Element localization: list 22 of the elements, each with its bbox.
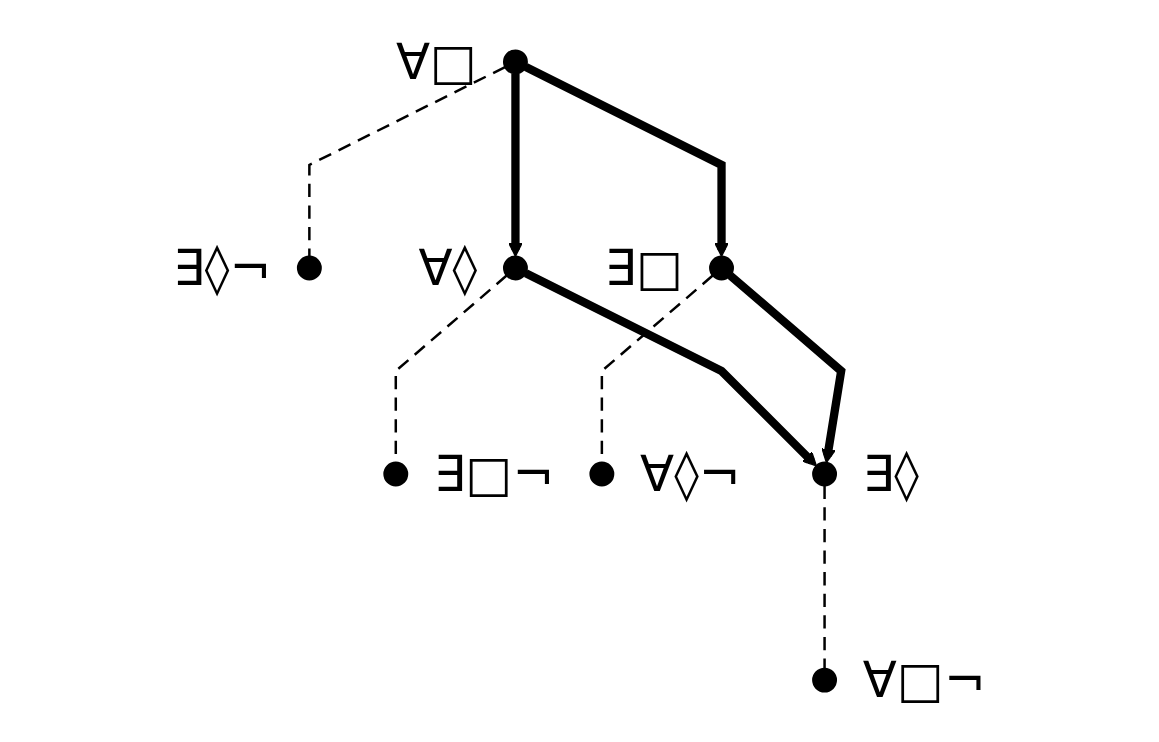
formula-label: ∀◊¬	[640, 445, 741, 504]
connector	[823, 485, 826, 669]
node-circle	[503, 255, 528, 281]
arrow	[524, 269, 817, 467]
connector	[308, 65, 506, 257]
node-circle	[383, 461, 409, 487]
formula-label: ∃◊¬	[173, 238, 272, 297]
node-circle	[503, 49, 528, 75]
arrow	[524, 63, 729, 257]
node-circle	[296, 255, 322, 281]
node-circle	[589, 461, 615, 487]
formula-label: ∀◊	[418, 238, 478, 297]
formula-label: ∃□	[604, 238, 684, 297]
formula-label: ∀□	[396, 32, 478, 91]
arrow	[727, 272, 846, 464]
formula-label: ∀□¬	[862, 651, 986, 710]
arrow	[508, 73, 523, 257]
node-circle	[812, 667, 838, 693]
node-circle	[709, 255, 734, 281]
node-circle	[812, 461, 838, 487]
formula-label: ∃◊	[862, 445, 919, 504]
formula-label: ∃□¬	[434, 445, 555, 504]
